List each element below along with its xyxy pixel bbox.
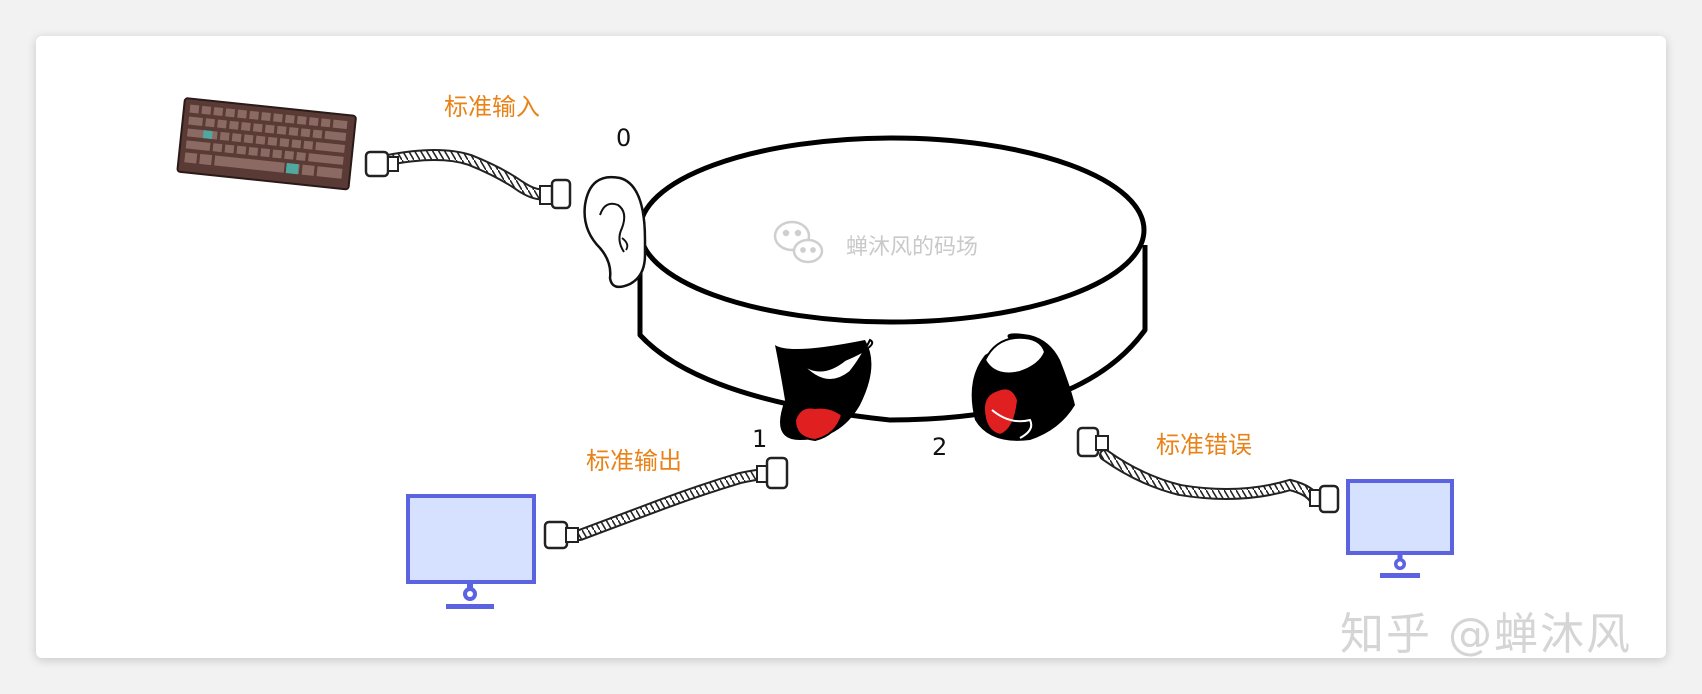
- center-watermark: 蝉沐风的码场: [846, 235, 979, 260]
- keyboard-icon: [176, 97, 357, 191]
- monitor-icon: [406, 494, 536, 609]
- fd-1-number: 1: [752, 425, 768, 453]
- cable-icon: [543, 456, 789, 550]
- process-cylinder: [637, 135, 1148, 423]
- fd-2-number: 2: [932, 433, 948, 461]
- mouth-icon: [775, 338, 874, 442]
- corner-watermark: 知乎 @蝉沐风: [1340, 609, 1632, 660]
- ear-icon: [583, 175, 647, 289]
- stderr-label: 标准错误: [1156, 431, 1252, 459]
- cable-icon: [364, 149, 572, 210]
- stdin-label: 标准输入: [444, 93, 540, 121]
- fd-0-number: 0: [616, 124, 632, 152]
- stdout-label: 标准输出: [586, 447, 682, 475]
- mouth-icon: [971, 333, 1075, 441]
- monitor-icon: [1346, 479, 1454, 578]
- wechat-icon: [773, 220, 824, 264]
- cable-icon: [1076, 426, 1340, 514]
